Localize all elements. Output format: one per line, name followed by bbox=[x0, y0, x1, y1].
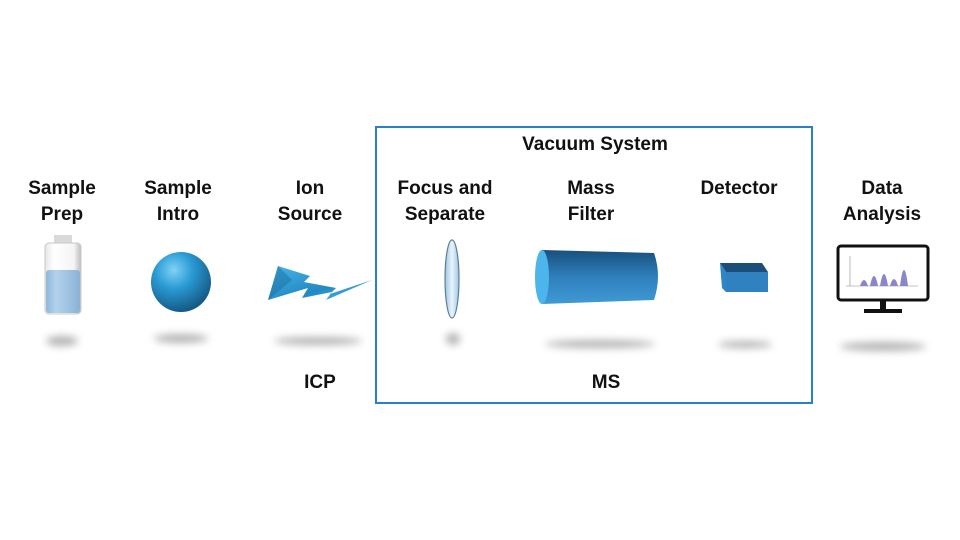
box-icon bbox=[720, 263, 768, 292]
peak-5 bbox=[900, 270, 908, 286]
stage-label-focus-separate: Focus and Separate bbox=[397, 178, 493, 225]
stage-label-detector: Detector bbox=[700, 178, 778, 199]
detector-shadow bbox=[718, 341, 772, 348]
cylinder-shadow bbox=[545, 340, 655, 348]
peak-1 bbox=[860, 280, 868, 286]
peak-2 bbox=[870, 276, 878, 286]
stage-label-sample-prep: Sample Prep bbox=[28, 178, 96, 225]
stage-label-sample-intro: Sample Intro bbox=[144, 178, 212, 225]
lightning-shadow bbox=[274, 337, 362, 345]
lens-shadow bbox=[446, 333, 460, 345]
vial-shadow bbox=[46, 336, 78, 346]
stage-label-mass-filter: Mass Filter bbox=[567, 178, 615, 225]
sphere-shadow bbox=[154, 334, 208, 343]
lens-icon bbox=[444, 239, 460, 319]
sphere-icon bbox=[151, 252, 211, 312]
vial-icon bbox=[44, 235, 82, 315]
ms-label: MS bbox=[591, 372, 621, 393]
icp-label: ICP bbox=[304, 372, 336, 393]
stage-label-ion-source: Ion Source bbox=[277, 178, 343, 225]
lightning-icon bbox=[268, 266, 372, 300]
monitor-icon bbox=[836, 244, 930, 313]
cylinder-icon bbox=[535, 250, 658, 304]
stage-label-data-analysis: Data Analysis bbox=[842, 178, 922, 225]
peak-3 bbox=[880, 274, 888, 286]
peak-4 bbox=[890, 279, 898, 286]
vacuum-system-label: Vacuum System bbox=[522, 134, 668, 155]
monitor-shadow bbox=[840, 342, 926, 351]
vacuum-system-box bbox=[375, 126, 813, 404]
